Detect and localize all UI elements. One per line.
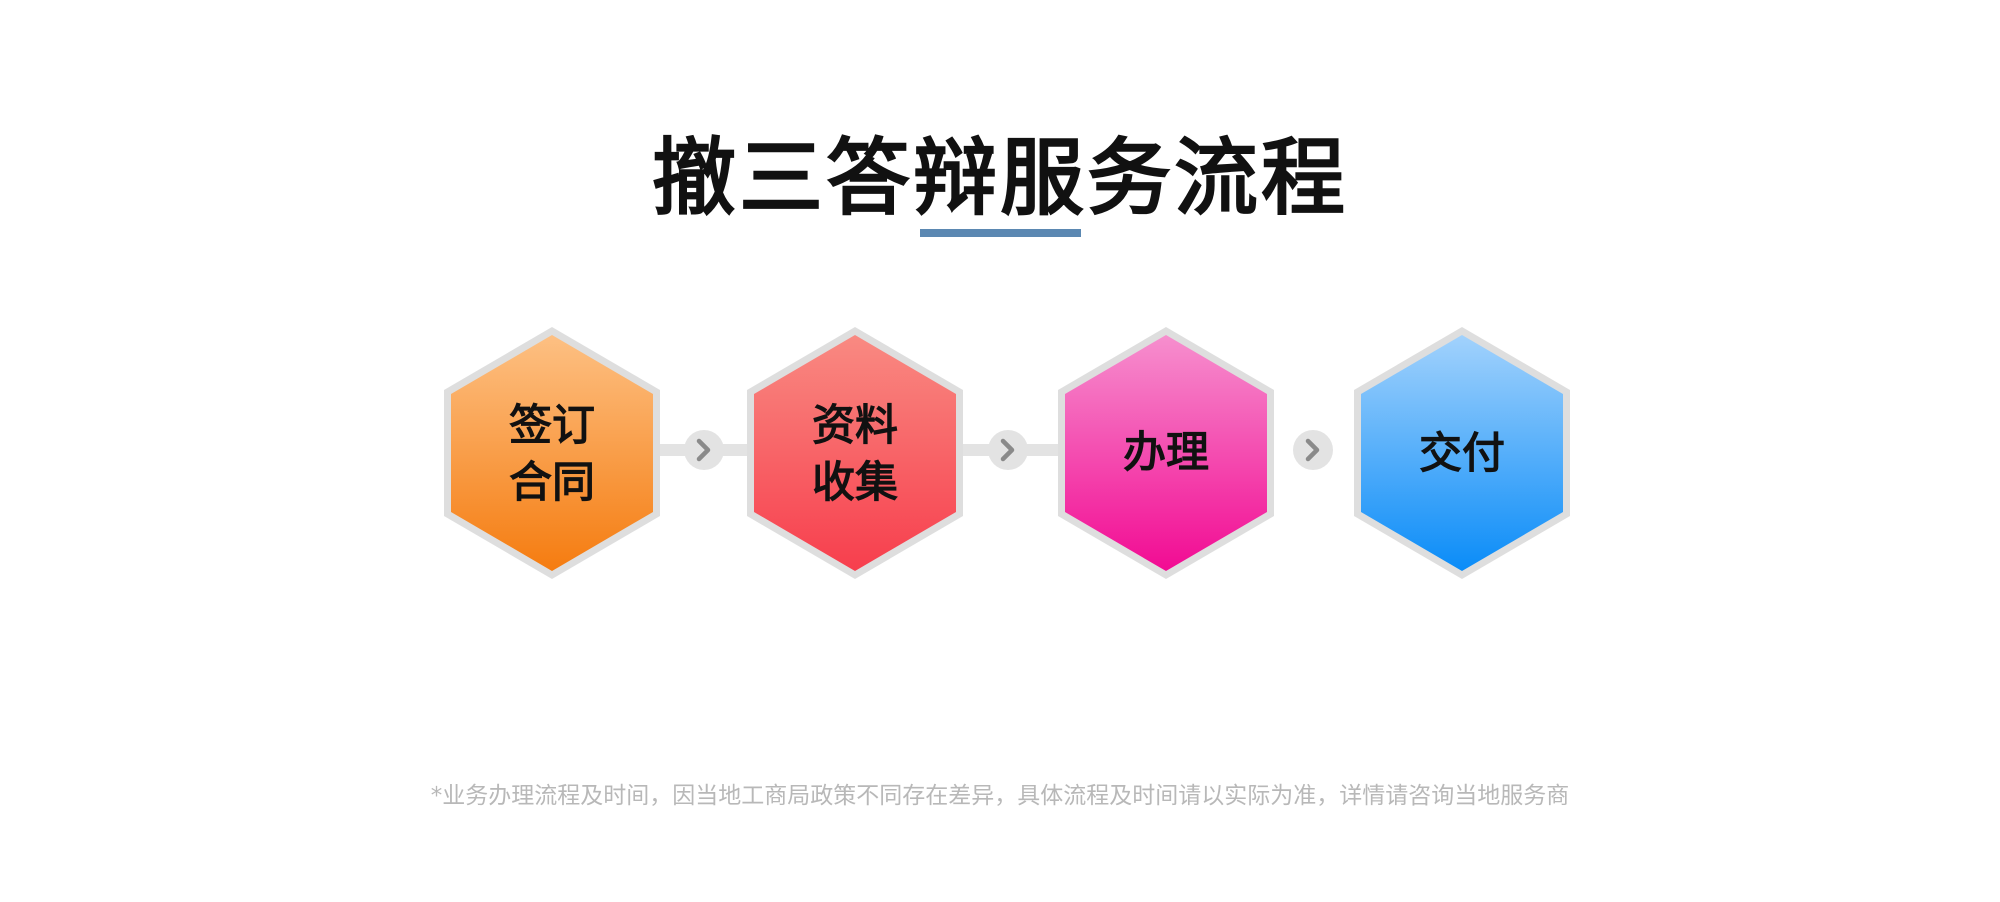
footnote-disclaimer: *业务办理流程及时间，因当地工商局政策不同存在差异，具体流程及时间请以实际为准，… <box>430 783 1570 809</box>
title-underline <box>920 229 1081 237</box>
step-label-line: 交付 <box>1419 429 1505 479</box>
step-label-line: 办理 <box>1123 428 1209 478</box>
step-label-line: 合同 <box>509 458 595 508</box>
step-label-line: 资料 <box>812 401 898 451</box>
step-hexagon-1: 签订 合同 <box>444 327 660 579</box>
chevron-right-icon <box>1305 438 1320 462</box>
connector-arrow <box>684 430 724 470</box>
chevron-right-icon <box>1000 438 1015 462</box>
step-label-line: 收集 <box>812 458 898 508</box>
step-hexagon-2: 资料 收集 <box>747 327 963 579</box>
connector-arrow <box>988 430 1028 470</box>
chevron-right-icon <box>696 438 711 462</box>
step-hexagon-3: 办理 <box>1058 327 1274 579</box>
step-hexagon-4: 交付 <box>1354 327 1570 579</box>
connector-arrow <box>1293 430 1333 470</box>
step-label-line: 签订 <box>509 401 595 451</box>
page-title: 撤三答辩服务流程 <box>651 129 1348 227</box>
